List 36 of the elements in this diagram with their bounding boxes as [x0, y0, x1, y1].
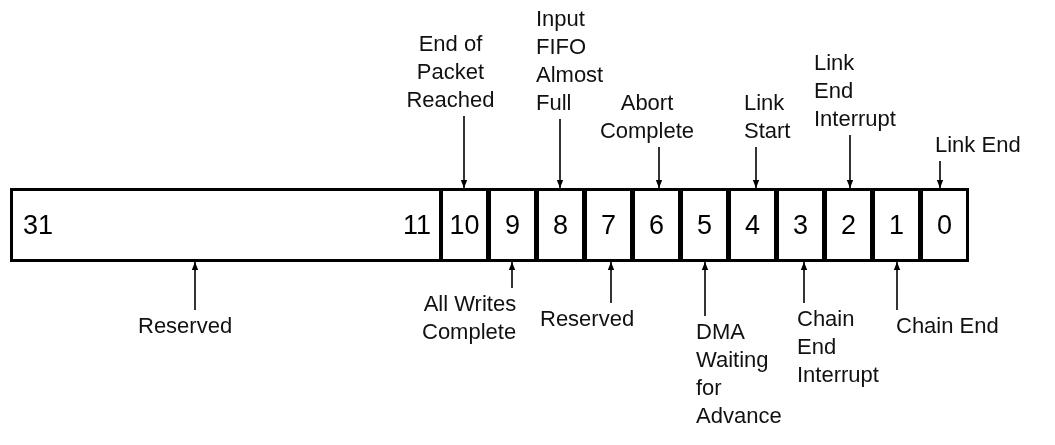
arrow — [655, 146, 663, 189]
field-label: Link Start — [744, 89, 791, 145]
bit-field: 9 — [488, 188, 537, 262]
arrow — [701, 261, 709, 317]
arrow — [846, 134, 854, 189]
bit-field: 7 — [584, 188, 633, 262]
bit-field: 6 — [632, 188, 681, 262]
field-label: Reserved — [540, 305, 635, 333]
field-label: DMA Waiting for Advance — [696, 318, 782, 430]
field-label: Chain End — [896, 312, 999, 340]
field-label: Link End — [935, 131, 1021, 159]
arrow — [607, 261, 615, 304]
bit-field: 0 — [920, 188, 969, 262]
arrow — [893, 261, 901, 311]
field-label: Reserved — [138, 312, 233, 340]
bit-field: 5 — [680, 188, 729, 262]
arrow — [752, 146, 760, 189]
field-label: End of Packet Reached — [388, 30, 513, 114]
bit-field: 1 — [872, 188, 921, 262]
arrow — [936, 160, 944, 189]
bit-field: 4 — [728, 188, 777, 262]
arrow — [800, 261, 808, 304]
bit-field — [10, 188, 442, 262]
bit-field: 2 — [824, 188, 873, 262]
field-label: All Writes Complete — [422, 290, 517, 346]
arrow — [508, 261, 516, 289]
bit-number: 31 — [23, 209, 54, 241]
bit-number: 11 — [402, 209, 431, 241]
bit-field: 8 — [536, 188, 585, 262]
bit-field: 3 — [776, 188, 825, 262]
field-label: Link End Interrupt — [814, 49, 896, 133]
bit-field: 10 — [440, 188, 489, 262]
arrow — [556, 118, 564, 189]
arrow — [460, 115, 468, 189]
arrow — [191, 261, 199, 311]
field-label: Chain End Interrupt — [797, 305, 879, 389]
